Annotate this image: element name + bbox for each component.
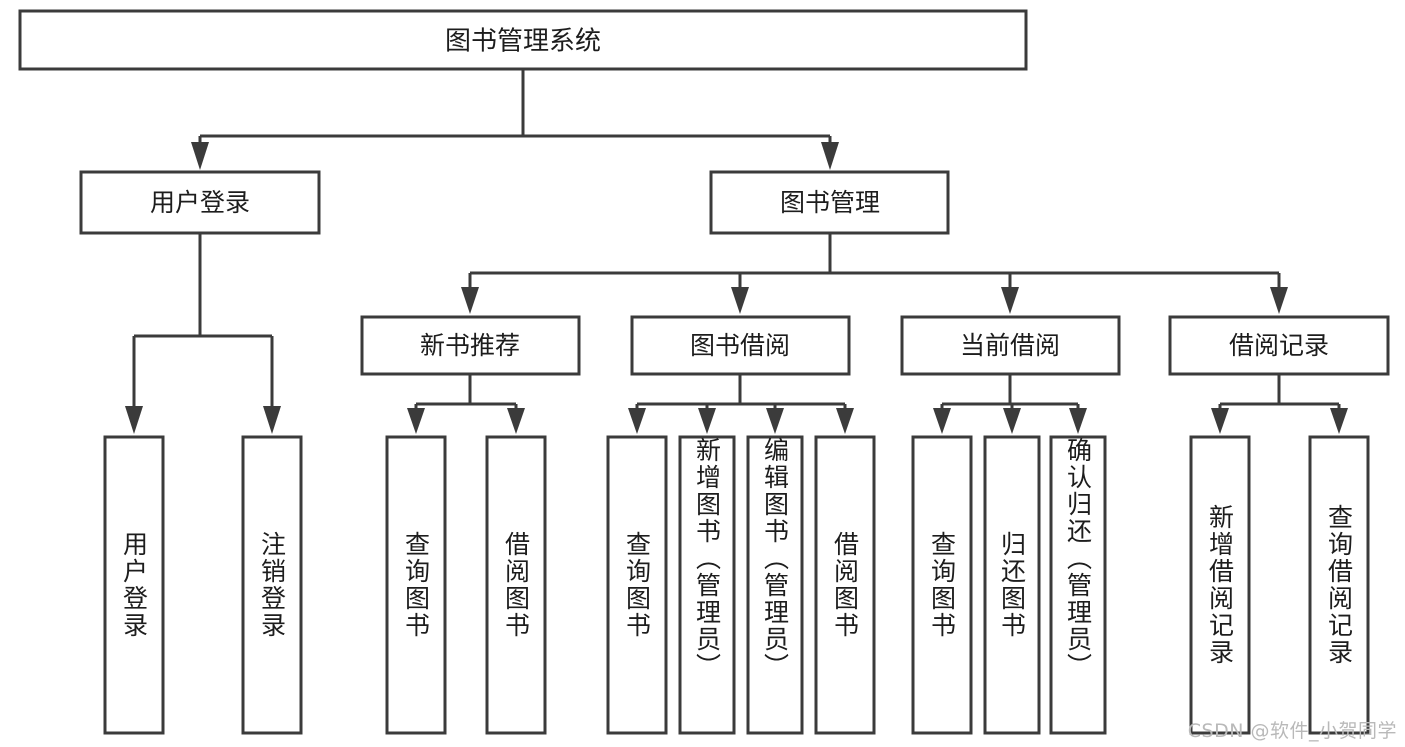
node-borrow-record[interactable]: 借阅记录 (1168, 315, 1390, 376)
arrow-borrow-to-leaf2 (698, 408, 716, 434)
node-new-book-recommend-box[interactable] (360, 315, 581, 376)
arrow-bookmgmt-to-newbook (461, 287, 479, 314)
arrow-userlogin-to-leaf1 (125, 406, 143, 434)
arrow-borrow-to-leaf4 (836, 408, 854, 434)
arrow-borrow-to-leaf3 (766, 408, 784, 434)
node-root-box[interactable] (18, 9, 1028, 71)
node-user-login-box[interactable] (79, 170, 321, 235)
node-current-borrow[interactable]: 当前借阅 (900, 315, 1121, 376)
leaf-box-confirm-return[interactable] (1049, 435, 1107, 735)
node-book-borrow-box[interactable] (630, 315, 851, 376)
arrow-record-to-leaf1 (1211, 408, 1229, 434)
connector-layer (125, 69, 1348, 434)
node-book-borrow[interactable]: 图书借阅 (630, 315, 851, 376)
leaf-box-query-book-3[interactable] (911, 435, 973, 735)
node-new-book-recommend[interactable]: 新书推荐 (360, 315, 581, 376)
node-current-borrow-box[interactable] (900, 315, 1121, 376)
arrow-record-to-leaf2 (1330, 408, 1348, 434)
node-book-management[interactable]: 图书管理 (709, 170, 950, 235)
leaf-box-add-record[interactable] (1189, 435, 1251, 735)
leaf-box-borrow-book-1[interactable] (485, 435, 547, 735)
arrow-root-to-book-mgmt (821, 142, 839, 170)
arrow-newbook-to-leaf2 (507, 408, 525, 434)
node-book-borrow-label: 图书借阅 (690, 331, 790, 360)
node-user-login[interactable]: 用户登录 (79, 170, 321, 235)
node-borrow-record-label: 借阅记录 (1229, 331, 1329, 360)
leaf-box-borrow-book-2[interactable] (814, 435, 876, 735)
node-borrow-record-box[interactable] (1168, 315, 1390, 376)
csdn-watermark: CSDN @软件_小贺同学 (1187, 720, 1397, 742)
node-book-management-box[interactable] (709, 170, 950, 235)
node-root[interactable]: 图书管理系统 (18, 9, 1028, 71)
arrow-newbook-to-leaf1 (407, 408, 425, 434)
arrow-bookmgmt-to-record (1270, 287, 1288, 314)
leaf-box-query-book-2[interactable] (606, 435, 668, 735)
node-current-borrow-label: 当前借阅 (960, 331, 1060, 360)
node-user-login-label: 用户登录 (150, 188, 250, 217)
arrow-borrow-to-leaf1 (628, 408, 646, 434)
node-book-management-label: 图书管理 (780, 188, 880, 217)
arrow-bookmgmt-to-borrow (731, 287, 749, 314)
leaf-box-edit-book[interactable] (746, 435, 804, 735)
leaf-box-user-login[interactable] (103, 435, 165, 735)
arrow-current-to-leaf1 (933, 408, 951, 434)
arrow-root-to-user-login (191, 142, 209, 170)
arrow-current-to-leaf2 (1003, 408, 1021, 434)
leaf-box-query-record[interactable] (1308, 435, 1370, 735)
leaf-box-layer (103, 435, 1370, 735)
leaf-box-logout[interactable] (241, 435, 303, 735)
node-new-book-recommend-label: 新书推荐 (420, 331, 520, 360)
arrow-userlogin-to-leaf2 (263, 406, 281, 434)
leaf-box-return-book[interactable] (983, 435, 1041, 735)
leaf-box-query-book-1[interactable] (385, 435, 447, 735)
arrow-bookmgmt-to-current (1001, 287, 1019, 314)
leaf-box-add-book[interactable] (678, 435, 736, 735)
node-root-label: 图书管理系统 (445, 27, 601, 57)
arrow-current-to-leaf3 (1069, 408, 1087, 434)
